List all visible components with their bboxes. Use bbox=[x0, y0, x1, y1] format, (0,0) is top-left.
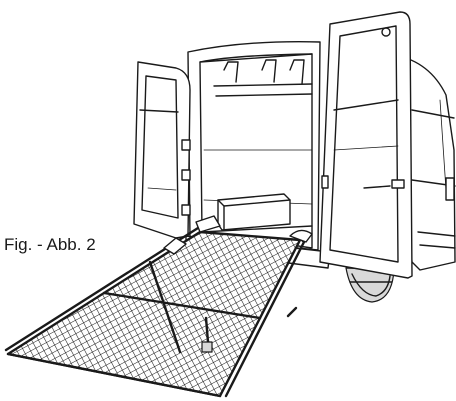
figure-caption: Fig. - Abb. 2 bbox=[4, 235, 96, 254]
right-door bbox=[319, 11, 413, 279]
loading-ramp bbox=[4, 215, 313, 398]
left-door bbox=[133, 61, 191, 239]
rear-wheel bbox=[345, 267, 395, 303]
